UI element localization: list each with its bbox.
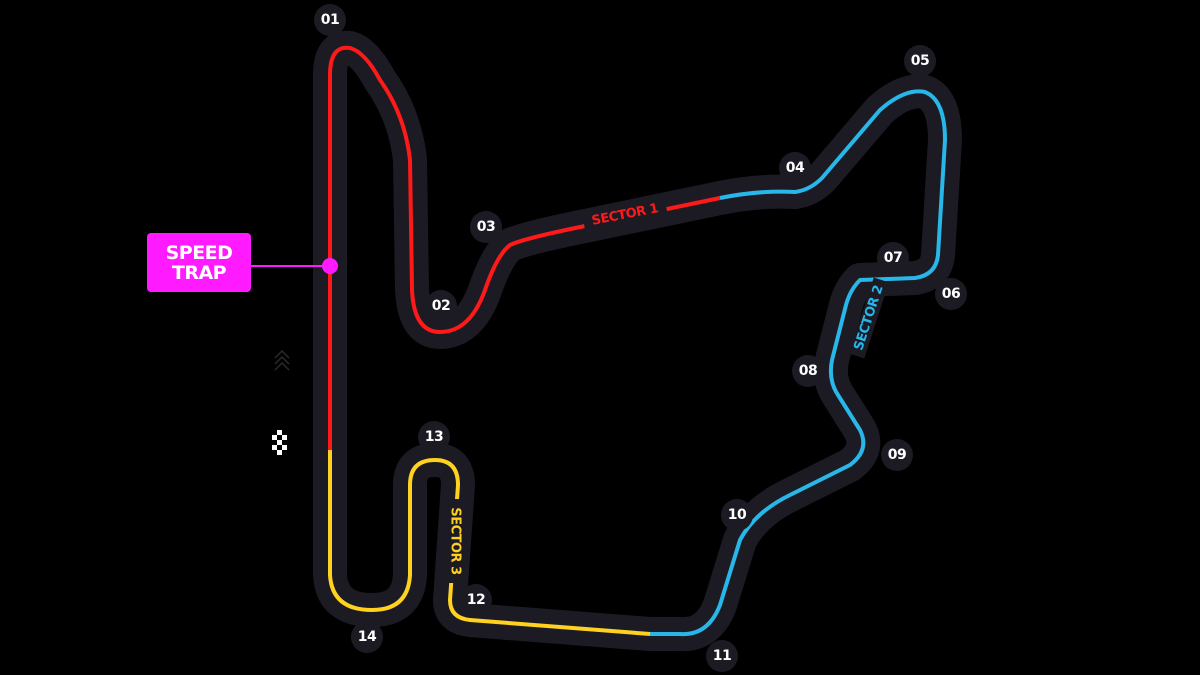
svg-text:06: 06 [942,286,960,302]
turn-label-03: 03 [470,211,502,243]
svg-text:01: 01 [321,12,339,28]
speed-trap-line1: SPEED [165,241,233,264]
turn-label-13: 13 [418,421,450,453]
turn-label-01: 01 [314,4,346,36]
svg-text:14: 14 [358,629,377,645]
turn-label-10: 10 [721,499,753,531]
sector-3-label: SECTOR 3 [447,499,463,583]
speed-trap-label: SPEED TRAP [147,233,251,292]
speed-trap-marker [322,258,338,274]
speed-trap-line2: TRAP [171,261,227,284]
turn-label-05: 05 [904,45,936,77]
turn-label-14: 14 [351,621,383,653]
turn-label-11: 11 [706,640,738,672]
sector-1-line [328,45,721,450]
svg-text:SECTOR 3: SECTOR 3 [448,507,463,575]
turn-label-06: 06 [935,278,967,310]
svg-text:13: 13 [425,429,443,445]
turn-label-09: 09 [881,439,913,471]
turn-label-07: 07 [877,242,909,274]
svg-text:10: 10 [728,507,747,523]
svg-text:08: 08 [799,363,817,379]
svg-text:09: 09 [888,447,906,463]
drs-zone-icon [274,349,290,371]
turn-label-12: 12 [460,584,492,616]
svg-text:05: 05 [911,53,929,69]
chequered-flag-icon [272,430,287,455]
turn-label-04: 04 [779,152,811,184]
svg-text:12: 12 [467,592,485,608]
svg-text:11: 11 [713,648,731,664]
sector-2-line [650,89,947,637]
turn-labels: 01 02 03 04 05 06 07 08 09 10 11 12 13 14 [314,4,967,672]
svg-text:07: 07 [884,250,902,266]
sector-3-line [328,450,651,636]
svg-text:04: 04 [786,160,805,176]
svg-text:02: 02 [432,298,450,314]
turn-label-08: 08 [792,355,824,387]
turn-label-02: 02 [425,290,457,322]
svg-text:03: 03 [477,219,495,235]
